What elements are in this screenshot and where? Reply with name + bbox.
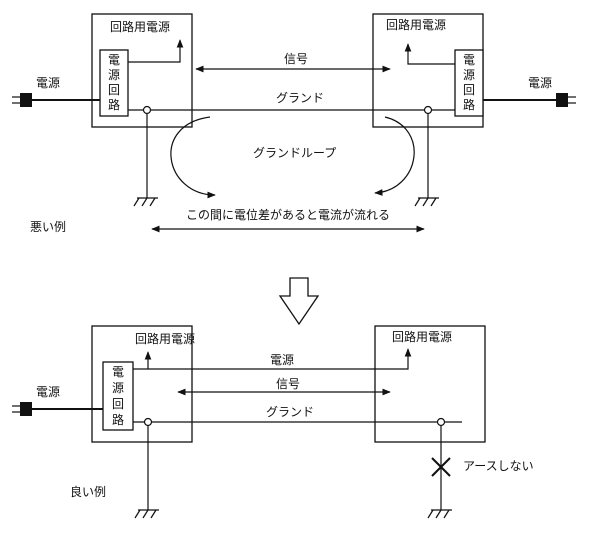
good-left-earth-icon [134, 426, 159, 519]
good-left-power-circuit-char: 回 [112, 397, 124, 411]
good-left-ground-node [143, 417, 153, 427]
bad-ground-loop-left-arc [170, 116, 216, 199]
good-signal-label: 信号 [276, 377, 300, 391]
good-right-circuit-power-label: 回路用電源 [392, 329, 452, 344]
bad-potential-note: この間に電位差があると電流が流れる [186, 207, 390, 222]
bad-left-earth-icon [133, 114, 158, 207]
bad-right-circuit-power-label: 回路用電源 [386, 17, 446, 32]
good-right-ground-node [436, 417, 446, 427]
bad-right-circuit-power-arrow [404, 43, 455, 65]
bad-left-power-circuit-char: 回 [108, 83, 120, 97]
bad-right-power-circuit-char: 電 [463, 53, 475, 67]
good-power-line-label: 電源 [270, 353, 294, 367]
good-left-power-label: 電源 [36, 385, 60, 399]
bad-left-power-circuit-char: 源 [108, 68, 120, 82]
bad-left-power-circuit-char: 路 [108, 97, 120, 112]
bad-right-power-circuit-char: 回 [463, 83, 475, 97]
bad-left-circuit-power-arrow [128, 39, 184, 63]
bad-left-power-plug [12, 93, 100, 107]
good-left-power-circuit-char: 電 [112, 365, 124, 379]
bad-left-circuit-power-label: 回路用電源 [110, 19, 170, 34]
bad-left-ground-node [142, 105, 152, 115]
good-left-power-circuit [102, 361, 134, 431]
cross-mark-icon [431, 457, 451, 477]
bad-ground-label: グランド [276, 91, 324, 105]
bad-signal-label: 信号 [284, 52, 308, 66]
bad-right-power-circuit [454, 49, 484, 117]
bad-right-ground-node [423, 105, 433, 115]
bad-right-power-circuit-char: 源 [463, 68, 475, 82]
bad-right-earth-icon [414, 114, 439, 207]
good-power-line [133, 348, 412, 370]
bad-right-power-circuit-char: 路 [463, 97, 475, 112]
good-left-power-plug [12, 402, 103, 416]
good-example-caption: 良い例 [70, 484, 106, 499]
bad-right-power-plug [483, 93, 576, 107]
bad-left-power-label: 電源 [36, 76, 60, 90]
bad-ground-loop-right-arc [374, 116, 415, 196]
good-no-earth-label: アースしない [463, 459, 534, 473]
bad-example-caption: 悪い例 [30, 220, 66, 234]
good-left-circuit-power-label: 回路用電源 [135, 331, 195, 346]
good-left-power-circuit-char: 源 [112, 381, 124, 395]
good-right-device [374, 325, 486, 443]
good-example: 電 源 回 路 回路用電源 回路用電源 電源 電源 信号 グランド [12, 325, 534, 519]
bad-left-power-circuit [99, 49, 129, 117]
down-arrow-icon [278, 277, 320, 326]
good-ground-label: グランド [266, 405, 314, 419]
bad-example: 電 源 回 路 回路用電源 電 源 回 路 回路用電源 電源 電源 [12, 13, 576, 234]
bad-right-power-label: 電源 [528, 76, 552, 90]
good-left-power-circuit-char: 路 [112, 412, 124, 427]
bad-ground-loop-label: グランドループ [253, 146, 336, 160]
bad-left-power-circuit-char: 電 [108, 53, 120, 67]
